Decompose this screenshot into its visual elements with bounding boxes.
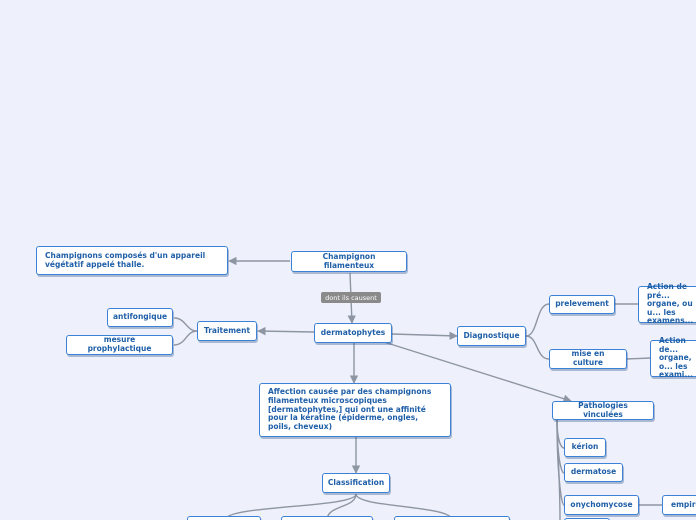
link-classification-right bbox=[355, 493, 453, 520]
node-diagnostique[interactable]: Diagnostique bbox=[457, 326, 526, 346]
node-affection-description[interactable]: Affection causée par des champignons fil… bbox=[259, 383, 451, 437]
link-traitement-prophylactique bbox=[173, 330, 198, 346]
link-dermato-traitement bbox=[257, 326, 315, 336]
link-culture-desc bbox=[626, 357, 651, 360]
node-mesure-prophylactique[interactable]: mesure prophylactique bbox=[66, 335, 173, 355]
node-prelevement[interactable]: prelevement bbox=[549, 295, 615, 314]
node-classification-child-1[interactable] bbox=[187, 516, 261, 520]
node-mise-en-culture[interactable]: mise en culture bbox=[549, 349, 627, 369]
node-classification[interactable]: Classification bbox=[322, 473, 390, 493]
link-pathologies-onychomycose bbox=[556, 419, 565, 506]
node-pathologies-vinculees[interactable]: Pathologies vinculées bbox=[552, 401, 654, 420]
node-prelevement-description[interactable]: Action de pré... organe, ou u... les exa… bbox=[638, 282, 696, 325]
node-dermatose[interactable]: dermatose bbox=[564, 463, 623, 482]
node-onychomycose[interactable]: onychomycose bbox=[564, 495, 639, 515]
node-empire[interactable]: empire... bbox=[662, 495, 696, 515]
node-pathologies-child-partial[interactable] bbox=[564, 518, 610, 520]
link-traitement-antifongique bbox=[173, 317, 198, 332]
node-classification-child-3[interactable] bbox=[394, 516, 510, 520]
node-antifongique[interactable]: antifongique bbox=[107, 308, 173, 327]
node-dermatophytes[interactable]: dermatophytes bbox=[314, 323, 392, 343]
node-culture-description[interactable]: Action de... organe, o... les exami... bbox=[650, 336, 696, 379]
node-traitement[interactable]: Traitement bbox=[197, 321, 257, 341]
link-dermato-diagnostic bbox=[391, 331, 458, 340]
link-diagnostic-prelevement bbox=[525, 303, 550, 337]
node-kerion[interactable]: kérion bbox=[564, 438, 606, 457]
node-definition-thalle[interactable]: Champignons composés d'un appareil végét… bbox=[36, 246, 228, 275]
link-dermato-pathologies bbox=[383, 341, 572, 403]
node-champignon-filamenteux[interactable]: Champignon filamenteux bbox=[291, 251, 407, 272]
link-label-dont-ils-causent: dont ils causent bbox=[321, 292, 381, 303]
link-classification-left bbox=[224, 493, 357, 520]
link-diagnostic-culture bbox=[525, 335, 550, 360]
node-classification-child-2[interactable] bbox=[281, 516, 373, 520]
